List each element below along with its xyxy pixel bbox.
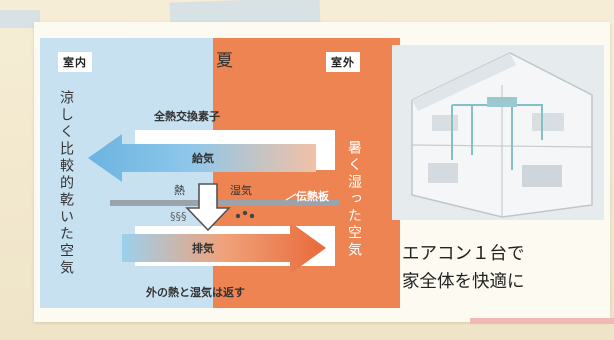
house-illustration: [392, 45, 604, 220]
heat-label: 熱: [174, 184, 185, 197]
heat-transfer-plate: [110, 200, 340, 206]
house-cutaway-image: [411, 52, 593, 218]
exhaust-label: 排気: [192, 242, 214, 255]
heat-exchange-diagram: 室内 夏 室外 涼しく比較的乾いた空気 暑く湿った空気 全熱交換素子: [40, 38, 400, 308]
exhaust-arrow: [122, 222, 326, 274]
flow-diagram: §§§: [88, 134, 340, 274]
left-tape: [0, 10, 40, 28]
heat-wave-icon: §§§: [170, 210, 187, 223]
supply-label: 給気: [192, 152, 214, 165]
return-note: 外の熱と湿気は返す: [146, 286, 245, 299]
caption-line-2: 家全体を快適に: [402, 272, 525, 292]
water-drop-icon: [235, 213, 241, 219]
outdoor-badge: 室外: [326, 52, 360, 72]
supply-arrow: [88, 134, 316, 182]
season-title: 夏: [216, 51, 233, 71]
plate-label: 伝熱板: [296, 190, 329, 203]
indoor-air-description: 涼しく比較的乾いた空気: [58, 90, 74, 277]
element-label: 全熱交換素子: [154, 110, 220, 123]
card-edge: [470, 318, 614, 324]
humidity-label: 湿気: [230, 184, 252, 197]
indoor-badge: 室内: [58, 52, 92, 72]
plate-leader-line: [285, 193, 297, 201]
caption-line-1: エアコン１台で: [402, 244, 525, 264]
down-arrow-icon: [185, 183, 231, 232]
outdoor-air-description: 暑く湿った空気: [346, 140, 362, 259]
